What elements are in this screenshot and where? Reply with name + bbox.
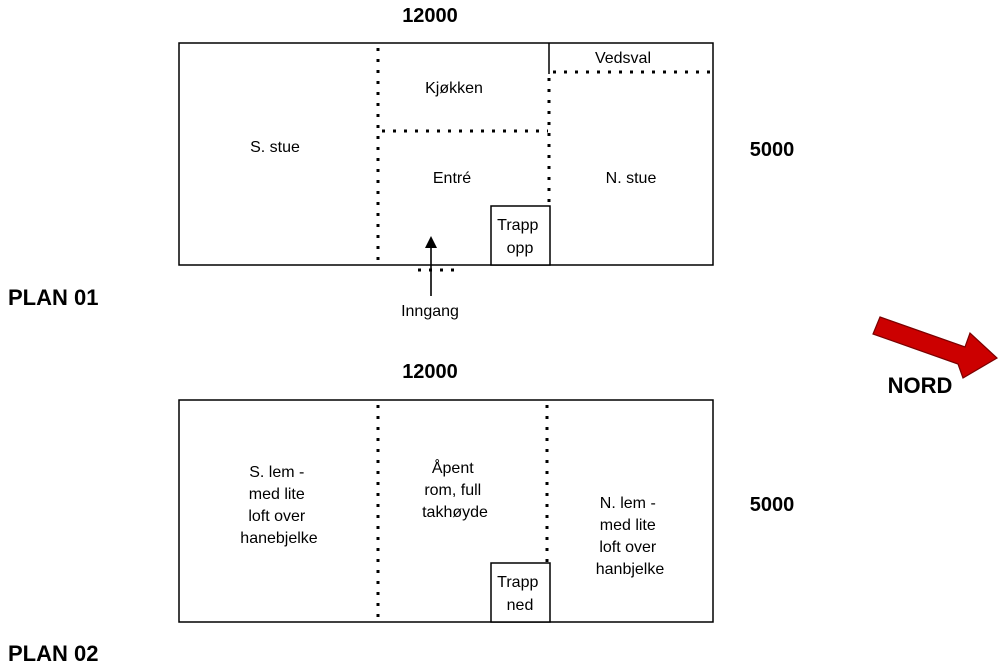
room-s-lem: S. lem - med lite loft over hanebjelke xyxy=(240,464,318,547)
plan-02-stair-label: Trapp ned xyxy=(497,574,543,614)
plan-02-outline xyxy=(178,399,714,623)
room-s-stue: S. stue xyxy=(250,139,300,156)
room-n-lem: N. lem - med lite loft over hanbjelke xyxy=(596,495,665,578)
plan-02-width-dimension: 12000 xyxy=(402,361,458,383)
north-arrow-icon xyxy=(872,316,998,379)
room-apent-rom: Åpent rom, full takhøyde xyxy=(422,458,488,521)
plan-01-label: PLAN 01 xyxy=(8,285,98,310)
entrance-arrow-head xyxy=(425,236,437,248)
room-kjokken: Kjøkken xyxy=(425,80,483,97)
room-entre: Entré xyxy=(433,170,471,187)
north-indicator: NORD xyxy=(872,316,998,398)
plan-02-stair xyxy=(490,562,551,623)
plan-02-depth-dimension: 5000 xyxy=(750,494,795,516)
plan-01-stair xyxy=(490,205,551,266)
plan-01-outline xyxy=(178,42,714,266)
plan-02: 12000 5000 Trapp ned S. lem - med lite l… xyxy=(8,361,794,666)
plan-01: 12000 5000 Trapp opp S. stue Kjøkken Ent… xyxy=(8,5,794,320)
entrance-label: Inngang xyxy=(401,303,459,320)
plan-01-stair-label: Trapp opp xyxy=(497,217,543,257)
plan-02-label: PLAN 02 xyxy=(8,641,98,666)
plan-01-depth-dimension: 5000 xyxy=(750,139,795,161)
room-vedsval: Vedsval xyxy=(595,50,651,67)
plan-01-width-dimension: 12000 xyxy=(402,5,458,27)
north-label: NORD xyxy=(888,373,953,398)
room-n-stue: N. stue xyxy=(606,170,657,187)
